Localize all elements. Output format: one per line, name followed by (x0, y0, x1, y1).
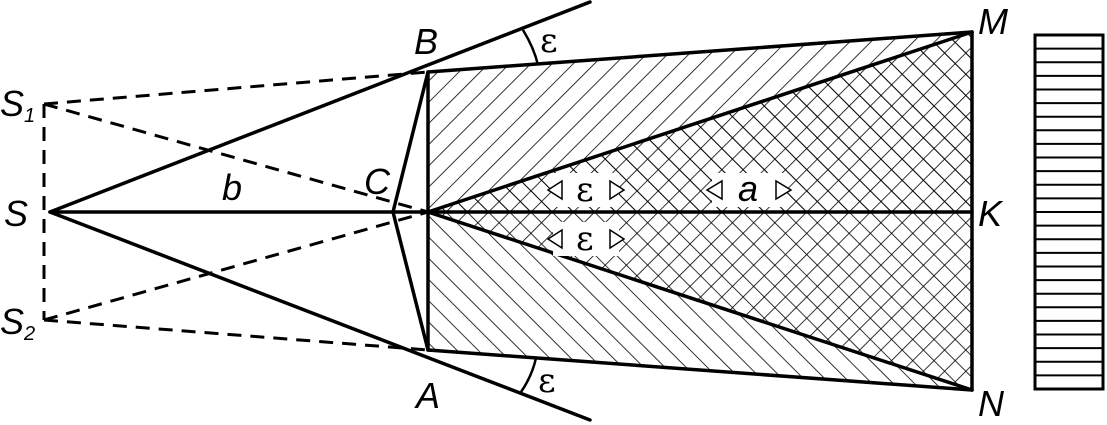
label-s: S (4, 193, 28, 234)
ray-s-to-b (48, 0, 592, 214)
eps-upper-arrows (546, 179, 626, 201)
dash-s2-a (43, 318, 429, 352)
eps-upper-bg (553, 173, 619, 207)
label-s2-sub: 2 (23, 323, 35, 345)
label-n: N (978, 383, 1005, 424)
dash-s1-b (43, 70, 429, 106)
a-arrows (705, 179, 793, 201)
label-eps-center-lower: ε (576, 219, 594, 259)
label-c: C (364, 161, 391, 202)
edge-c-m (426, 30, 974, 214)
angle-arc-bottom (519, 357, 538, 393)
a-label-bg (712, 173, 786, 207)
label-b-distance: b (222, 167, 242, 208)
eps-lower-arrows (546, 228, 626, 250)
label-s1-sub: 1 (24, 105, 35, 127)
edge-b-m (426, 30, 974, 74)
label-a: A (414, 375, 440, 416)
label-a-distance: a (738, 168, 758, 209)
label-m: M (978, 1, 1008, 42)
label-s1: S (0, 83, 24, 124)
eps-lower-bg (553, 222, 619, 256)
edge-c-n (426, 210, 974, 392)
angle-arc-top (521, 29, 540, 66)
fringe-lines (1035, 47, 1103, 377)
biprism (391, 70, 430, 352)
label-b: B (414, 21, 438, 62)
dash-s2-c (43, 210, 429, 322)
label-s2: S (0, 301, 24, 342)
label-eps-bottom: ε (538, 361, 556, 401)
dash-s1-c (43, 102, 429, 214)
label-eps-center-upper: ε (576, 170, 594, 210)
ray-s-to-a (48, 210, 592, 422)
label-k: K (978, 193, 1004, 234)
edge-a-n (426, 348, 974, 392)
label-eps-top: ε (540, 21, 558, 61)
